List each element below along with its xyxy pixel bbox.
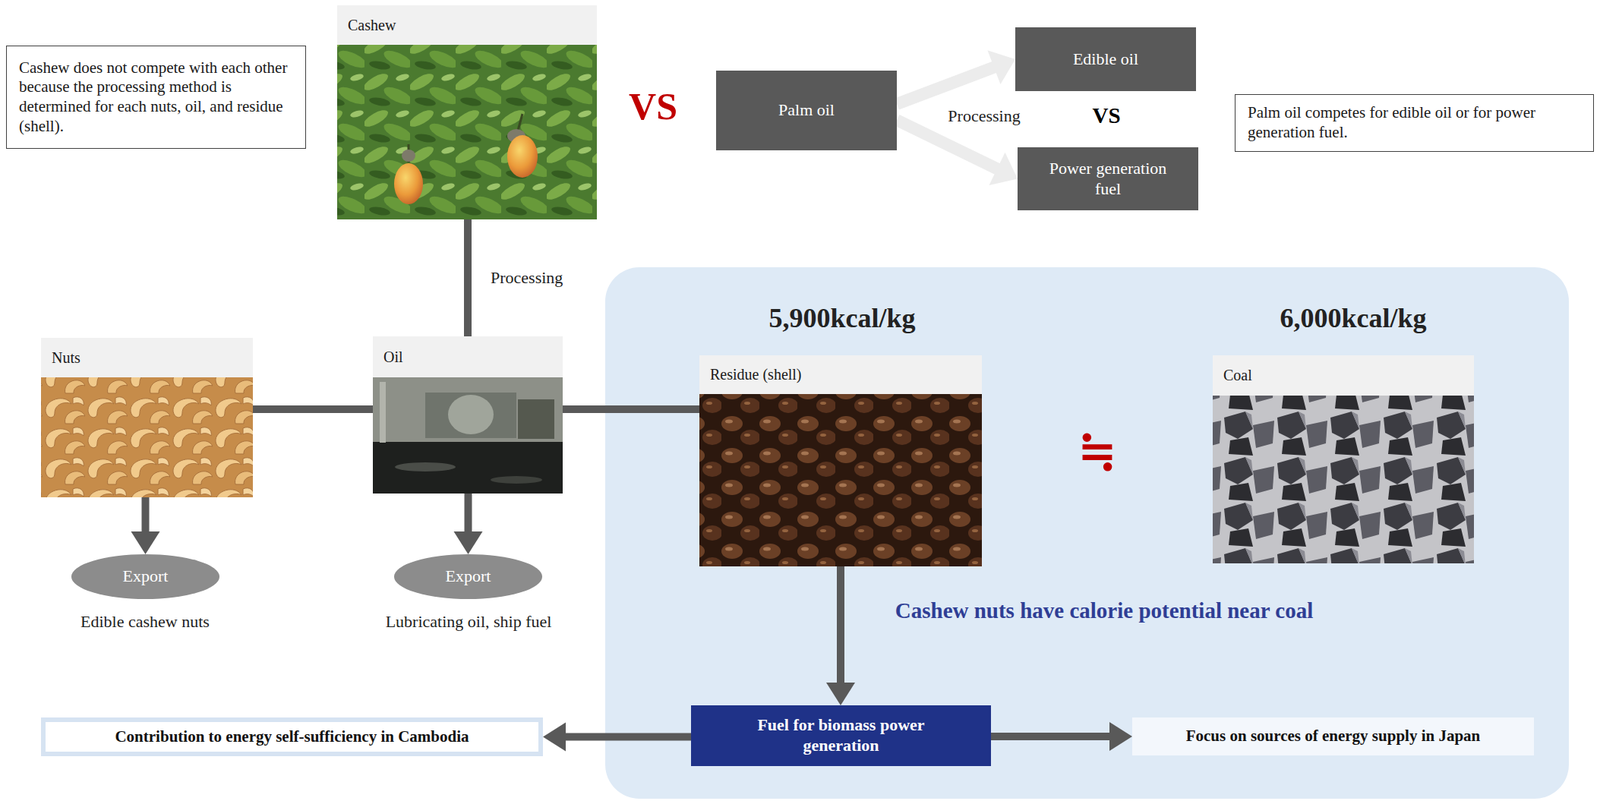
photo-card: Nuts <box>41 337 253 498</box>
nuts-photo <box>41 377 253 498</box>
approx-equal-symbol: ≒ <box>1077 424 1118 479</box>
connector <box>990 722 1133 752</box>
connector <box>826 566 856 706</box>
machine-drum <box>448 394 494 435</box>
fuel-box: Fuel for biomass power generation <box>691 705 991 767</box>
connector-line <box>464 493 473 533</box>
card-title: Oil <box>383 347 404 367</box>
card-title: Nuts <box>51 348 81 367</box>
raw-nut <box>401 149 416 162</box>
connector <box>131 497 161 555</box>
cashew-photo <box>337 44 597 220</box>
connector <box>896 119 1018 186</box>
connector <box>542 722 692 752</box>
oil-floor <box>372 441 563 494</box>
calorie-value: 6,000kcal/kg <box>1279 302 1427 335</box>
machine <box>425 392 517 439</box>
coal-photo <box>1212 395 1474 564</box>
connector-line <box>564 733 692 742</box>
photo-card: Residue (shell) <box>699 355 982 567</box>
versus-mark: VS <box>1091 103 1121 129</box>
node-text: Palm oil competes for edible oil or for … <box>1247 103 1582 143</box>
calorie-value: 5,900kcal/kg <box>768 302 916 335</box>
node-text: Palm oil <box>778 100 835 121</box>
cashew-apple <box>507 135 538 178</box>
connector-line <box>990 732 1111 741</box>
photo-card: Cashew <box>337 5 597 220</box>
connector-line <box>142 497 150 533</box>
photo-header: Oil <box>372 336 563 378</box>
photo-header: Coal <box>1212 355 1474 396</box>
card-title: Coal <box>1223 366 1253 385</box>
process-label: Processing <box>947 106 1020 126</box>
connector <box>252 409 373 411</box>
note-box: Cashew does not compete with each other … <box>6 45 307 149</box>
shell-photo <box>699 394 982 567</box>
connector-line <box>836 566 845 684</box>
cashew-apple <box>394 163 423 205</box>
photo-header: Residue (shell) <box>699 355 982 395</box>
arrow-head <box>826 682 856 706</box>
arrow-head <box>542 722 566 752</box>
photo-card: Oil <box>372 336 563 494</box>
card-title: Cashew <box>347 15 396 35</box>
connector <box>467 219 469 337</box>
connector <box>454 493 483 555</box>
photo-header: Cashew <box>337 5 597 45</box>
connector-line <box>896 66 995 105</box>
pipe <box>379 381 386 443</box>
connector-line <box>562 405 700 414</box>
edge-label: Processing <box>490 268 563 288</box>
use-caption: Lubricating oil, ship fuel <box>385 612 553 632</box>
arrow-head <box>989 152 1018 186</box>
note-box: Palm oil competes for edible oil or for … <box>1234 94 1594 152</box>
connector-line <box>896 119 998 170</box>
stem <box>517 113 523 131</box>
node-text: Power generation fuel <box>1035 158 1181 200</box>
connector <box>896 50 1016 105</box>
foliage <box>337 44 597 220</box>
outcome-box: Focus on sources of energy supply in Jap… <box>1132 717 1534 756</box>
connector-line <box>252 405 373 414</box>
connector <box>562 409 700 411</box>
use-caption: Edible cashew nuts <box>80 612 210 632</box>
node-text: Fuel for biomass power generation <box>735 715 948 757</box>
arrow-head <box>987 50 1016 85</box>
arrow-head <box>131 531 161 555</box>
oil-sheen <box>490 476 543 484</box>
process-box: Edible oil <box>1015 27 1197 92</box>
arrow-head <box>454 531 483 555</box>
node-text: Edible oil <box>1072 49 1139 70</box>
connector-line <box>463 219 472 337</box>
photo-header: Nuts <box>41 337 253 378</box>
arrow-head <box>1109 722 1133 752</box>
node-text: Export <box>445 566 492 587</box>
card-title: Residue (shell) <box>710 365 802 384</box>
factory-wall <box>372 377 563 494</box>
node-text: Focus on sources of energy supply in Jap… <box>1186 726 1481 747</box>
process-box: Palm oil <box>716 70 897 151</box>
export-ellipse: Export <box>394 554 543 600</box>
versus-mark: VS <box>628 85 678 130</box>
highlight-statement: Cashew nuts have calorie potential near … <box>895 598 1313 624</box>
node-text: Contribution to energy self-sufficiency … <box>114 727 469 748</box>
oil-sheen <box>394 462 456 472</box>
outcome-box: Contribution to energy self-sufficiency … <box>41 717 543 757</box>
highlight-panel <box>605 267 1569 799</box>
oil-photo <box>372 377 563 494</box>
machine <box>517 399 555 439</box>
node-text: Cashew does not compete with each other … <box>18 58 294 136</box>
export-ellipse: Export <box>71 554 220 600</box>
process-box: Power generation fuel <box>1017 147 1199 211</box>
node-text: Export <box>123 566 169 587</box>
photo-card: Coal <box>1212 355 1474 564</box>
